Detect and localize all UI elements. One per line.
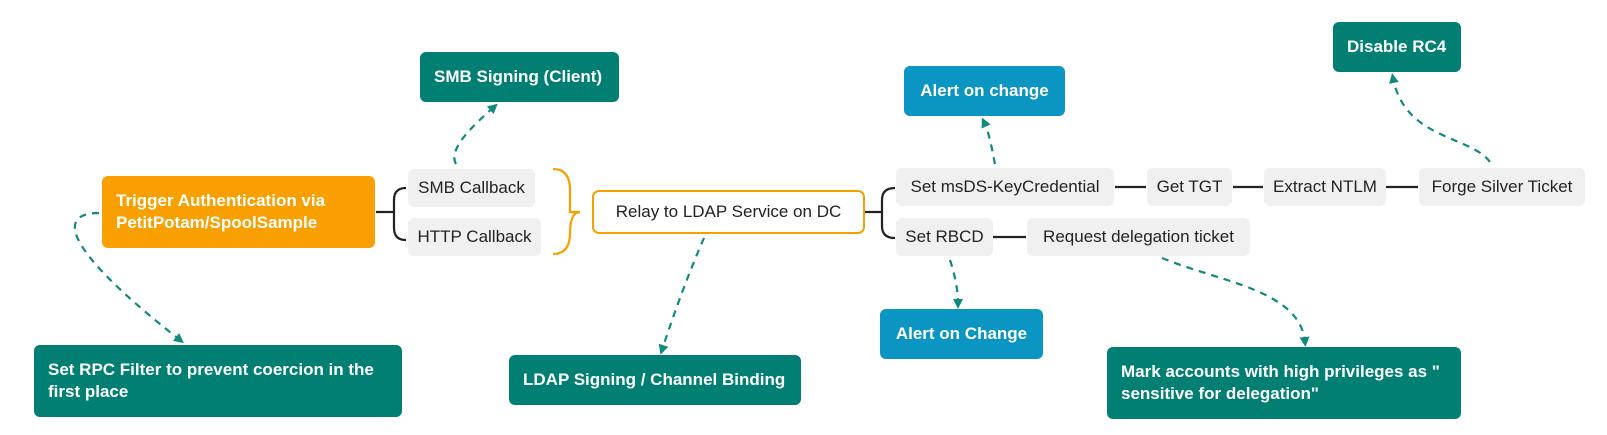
- smb-signing-mitigation[interactable]: SMB Signing (Client): [420, 52, 619, 102]
- http-callback-node[interactable]: HTTP Callback: [408, 218, 541, 256]
- alert-on-change-top[interactable]: Alert on change: [904, 66, 1065, 116]
- connector-fork-callbacks: [392, 186, 407, 242]
- trigger-authentication-node[interactable]: Trigger Authentication via PetitPotam/Sp…: [102, 176, 375, 248]
- set-rbcd-node[interactable]: Set RBCD: [896, 218, 993, 256]
- arrow-to-alert-change-1: [981, 117, 997, 165]
- extract-ntlm-node[interactable]: Extract NTLM: [1264, 168, 1386, 206]
- smb-callback-node[interactable]: SMB Callback: [408, 169, 535, 207]
- arrow-to-smb-signing: [453, 103, 498, 165]
- request-delegation-ticket-node[interactable]: Request delegation ticket: [1027, 218, 1250, 256]
- disable-rc4-mitigation[interactable]: Disable RC4: [1333, 22, 1461, 72]
- bracket-callbacks: [552, 167, 581, 256]
- mark-sensitive-mitigation[interactable]: Mark accounts with high privileges as " …: [1107, 347, 1461, 419]
- arrow-to-disable-rc4: [1389, 73, 1491, 163]
- connector-fork-actions: [880, 186, 896, 240]
- rpc-filter-mitigation[interactable]: Set RPC Filter to prevent coercion in th…: [34, 345, 402, 417]
- arrow-to-alert-change-2: [948, 259, 963, 309]
- arrow-to-rpc-filter: [73, 211, 184, 344]
- set-keycredential-node[interactable]: Set msDS-KeyCredential: [896, 168, 1114, 206]
- relay-ldap-node[interactable]: Relay to LDAP Service on DC: [592, 190, 865, 234]
- ldap-signing-mitigation[interactable]: LDAP Signing / Channel Binding: [509, 355, 801, 405]
- arrow-to-ldap-signing: [658, 237, 706, 355]
- forge-silver-ticket-node[interactable]: Forge Silver Ticket: [1419, 168, 1585, 206]
- arrow-to-mark-sensitive: [1161, 256, 1310, 347]
- get-tgt-node[interactable]: Get TGT: [1147, 168, 1232, 206]
- alert-on-change-bottom[interactable]: Alert on Change: [880, 309, 1043, 359]
